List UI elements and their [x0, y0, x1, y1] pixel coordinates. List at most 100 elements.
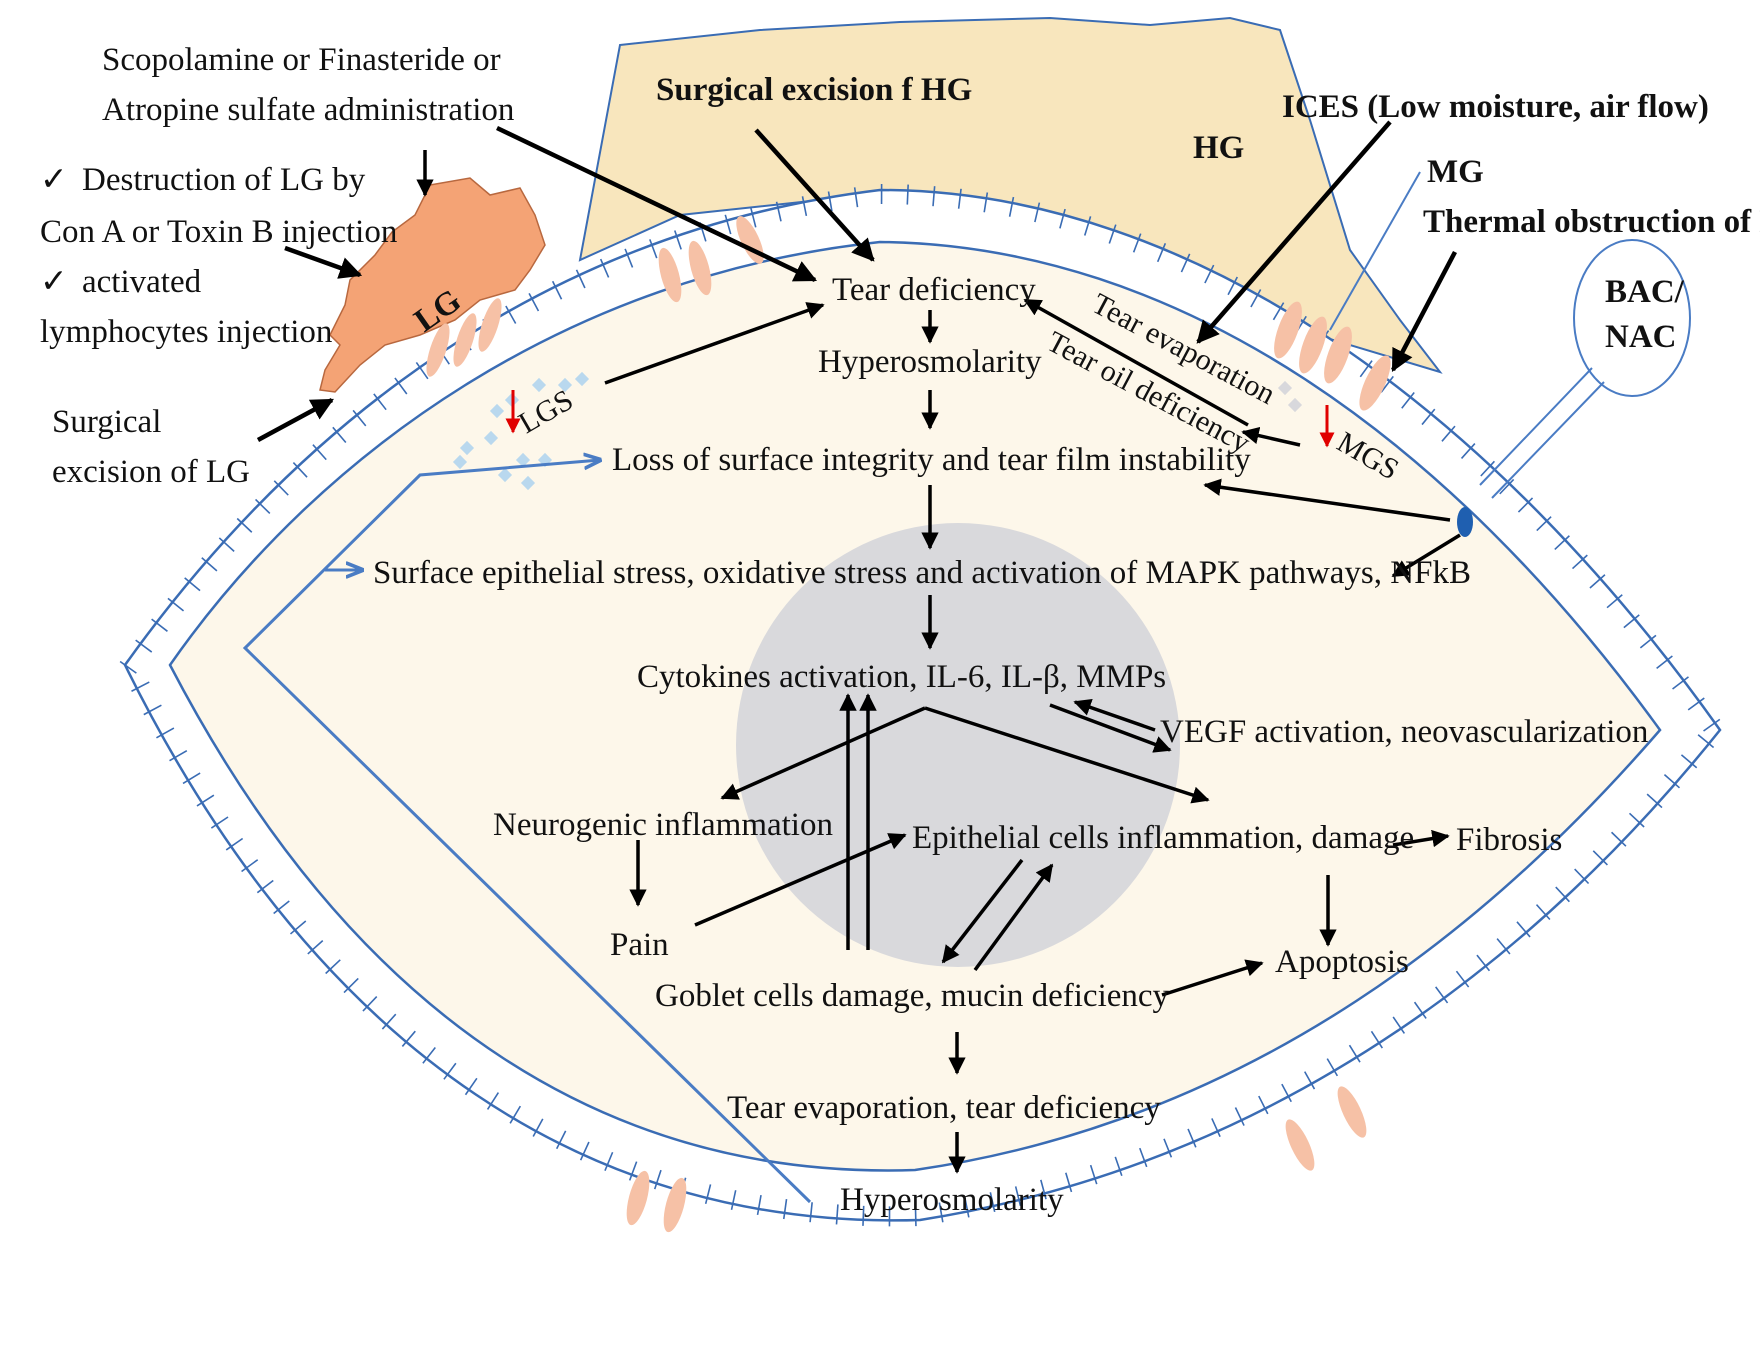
eyelash-tick [1656, 655, 1673, 669]
surgical-lg-line2: excision of LG [52, 454, 250, 490]
eyelash-tick [1476, 954, 1491, 972]
mgs-droplets [1277, 380, 1303, 413]
neurogenic-label: Neurogenic inflammation [493, 807, 833, 843]
eyelash-tick [599, 258, 610, 278]
eyelash-tick [201, 557, 218, 572]
eyelash-tick [307, 940, 324, 955]
eyelash-tick [184, 577, 201, 592]
eyelash-tick [1392, 1016, 1406, 1034]
apoptosis-label: Apoptosis [1275, 944, 1409, 980]
eyelash-tick [1040, 1179, 1047, 1200]
surgical-lg-line1: Surgical [52, 404, 161, 440]
eyelash-tick [983, 192, 989, 213]
eyelash-tick [1421, 408, 1436, 426]
eyelash-tick [1589, 574, 1606, 589]
eyelash-tick [1139, 1147, 1148, 1168]
eyelash-tick [750, 207, 757, 228]
eyelash-tick [704, 1184, 712, 1205]
eyelash-tick [1535, 904, 1551, 921]
eyelash-tick [1639, 634, 1657, 649]
surface-stress-label: Surface epithelial stress, oxidative str… [373, 555, 1471, 591]
eyelash-tick [1370, 1030, 1384, 1049]
eyelash-tick [169, 750, 188, 762]
eyelash-tick [362, 996, 378, 1012]
eyelash-tick [1281, 1083, 1292, 1103]
eyelash-tick [218, 537, 235, 552]
eyelash-tick [528, 292, 540, 312]
eyelash-tick [1516, 921, 1531, 938]
eyelash-tick [273, 480, 289, 496]
eyelash-tick [1460, 443, 1476, 459]
eyelash-tick [401, 1030, 416, 1047]
eyelash-tick [964, 1197, 970, 1218]
eyelash-tick [225, 837, 244, 851]
eyelash-tick [505, 305, 517, 324]
eyelash-tick [312, 444, 327, 461]
eyelash-tick [509, 1105, 522, 1124]
eyelash-tick [1435, 986, 1449, 1004]
eyelash-tick [332, 426, 347, 444]
mg-label: MG [1427, 154, 1484, 190]
eyelash-tick [143, 704, 162, 716]
cause-arrows [256, 120, 1461, 578]
eyelash-tick [801, 196, 808, 217]
eyelash-tick [1555, 886, 1570, 903]
eyelash-tick [782, 1199, 788, 1220]
eyelash-tick [1234, 1107, 1245, 1126]
eyelash-tick [1441, 425, 1456, 442]
eyelash-tick [464, 1077, 478, 1096]
eyelash-tick [1499, 478, 1515, 495]
eyelash-tick [1628, 812, 1645, 828]
eyelash-tick [1646, 793, 1663, 809]
eyelash-tick [256, 879, 274, 894]
eyelash-tick [167, 597, 185, 612]
eyelash-tick [1250, 289, 1262, 308]
eyelash-tick [210, 816, 229, 829]
eyelash-tick [1359, 360, 1373, 378]
epithelial-label: Epithelial cells inflammation, damage [912, 820, 1414, 856]
eyelash-tick [1554, 535, 1570, 551]
eyelash-tick [1008, 196, 1015, 217]
eyelash-tick [1163, 1138, 1173, 1158]
eyelash-tick [1204, 264, 1215, 284]
surgical-hg-label: Surgical excision f HG [656, 72, 972, 108]
eyelash-tick [1610, 831, 1627, 847]
eyelash-tick [932, 186, 936, 207]
eyelash-tick [575, 269, 586, 289]
eyelash-tick [1272, 302, 1285, 321]
eyelash-tick [1697, 734, 1715, 749]
tear-evap-deficiency-label: Tear evaporation, tear deficiency [727, 1090, 1161, 1126]
eyelash-ticks [119, 183, 1721, 1227]
eyelash-tick [373, 393, 387, 411]
eyelash-tick [989, 1192, 996, 1213]
eyelash-tick [241, 859, 259, 873]
eyelash-tick [938, 1202, 944, 1223]
eyelash-tick [1034, 202, 1041, 223]
eyelash-tick [551, 280, 563, 300]
fibrosis-label: Fibrosis [1456, 822, 1562, 858]
eyelash-tick [628, 1161, 638, 1181]
eyelash-tick [1227, 276, 1239, 296]
eyelash-tick [1303, 1071, 1316, 1090]
eyelash-tick [1401, 392, 1415, 409]
activated-line1: activated [82, 264, 202, 300]
eyelash-tick [182, 772, 201, 785]
eyelash-tick [325, 959, 341, 975]
feedback-loop-line [242, 460, 812, 1204]
eyelash-tick [555, 1130, 567, 1150]
eyelash-tick [624, 248, 634, 268]
eyelash-tick [1496, 938, 1511, 955]
eyelash-tick [649, 239, 658, 259]
scopolamine-label-line1: Scopolamine or Finasteride or [102, 42, 501, 78]
eyelash-tick [1672, 676, 1689, 690]
eyelash-tick [809, 1202, 813, 1223]
eyelash-tick [119, 660, 137, 674]
hyperosmolarity-bottom-label: Hyperosmolarity [840, 1182, 1064, 1218]
eyelash-tick [604, 1151, 614, 1172]
eyelash-tick [1480, 460, 1496, 477]
eyelash-tick [135, 639, 153, 653]
eyelash-tick [1014, 1186, 1022, 1207]
eyelash-tick [1108, 224, 1117, 244]
scopolamine-label-line2: Atropine sulfate administration [102, 92, 514, 128]
eyelash-tick [673, 230, 682, 250]
